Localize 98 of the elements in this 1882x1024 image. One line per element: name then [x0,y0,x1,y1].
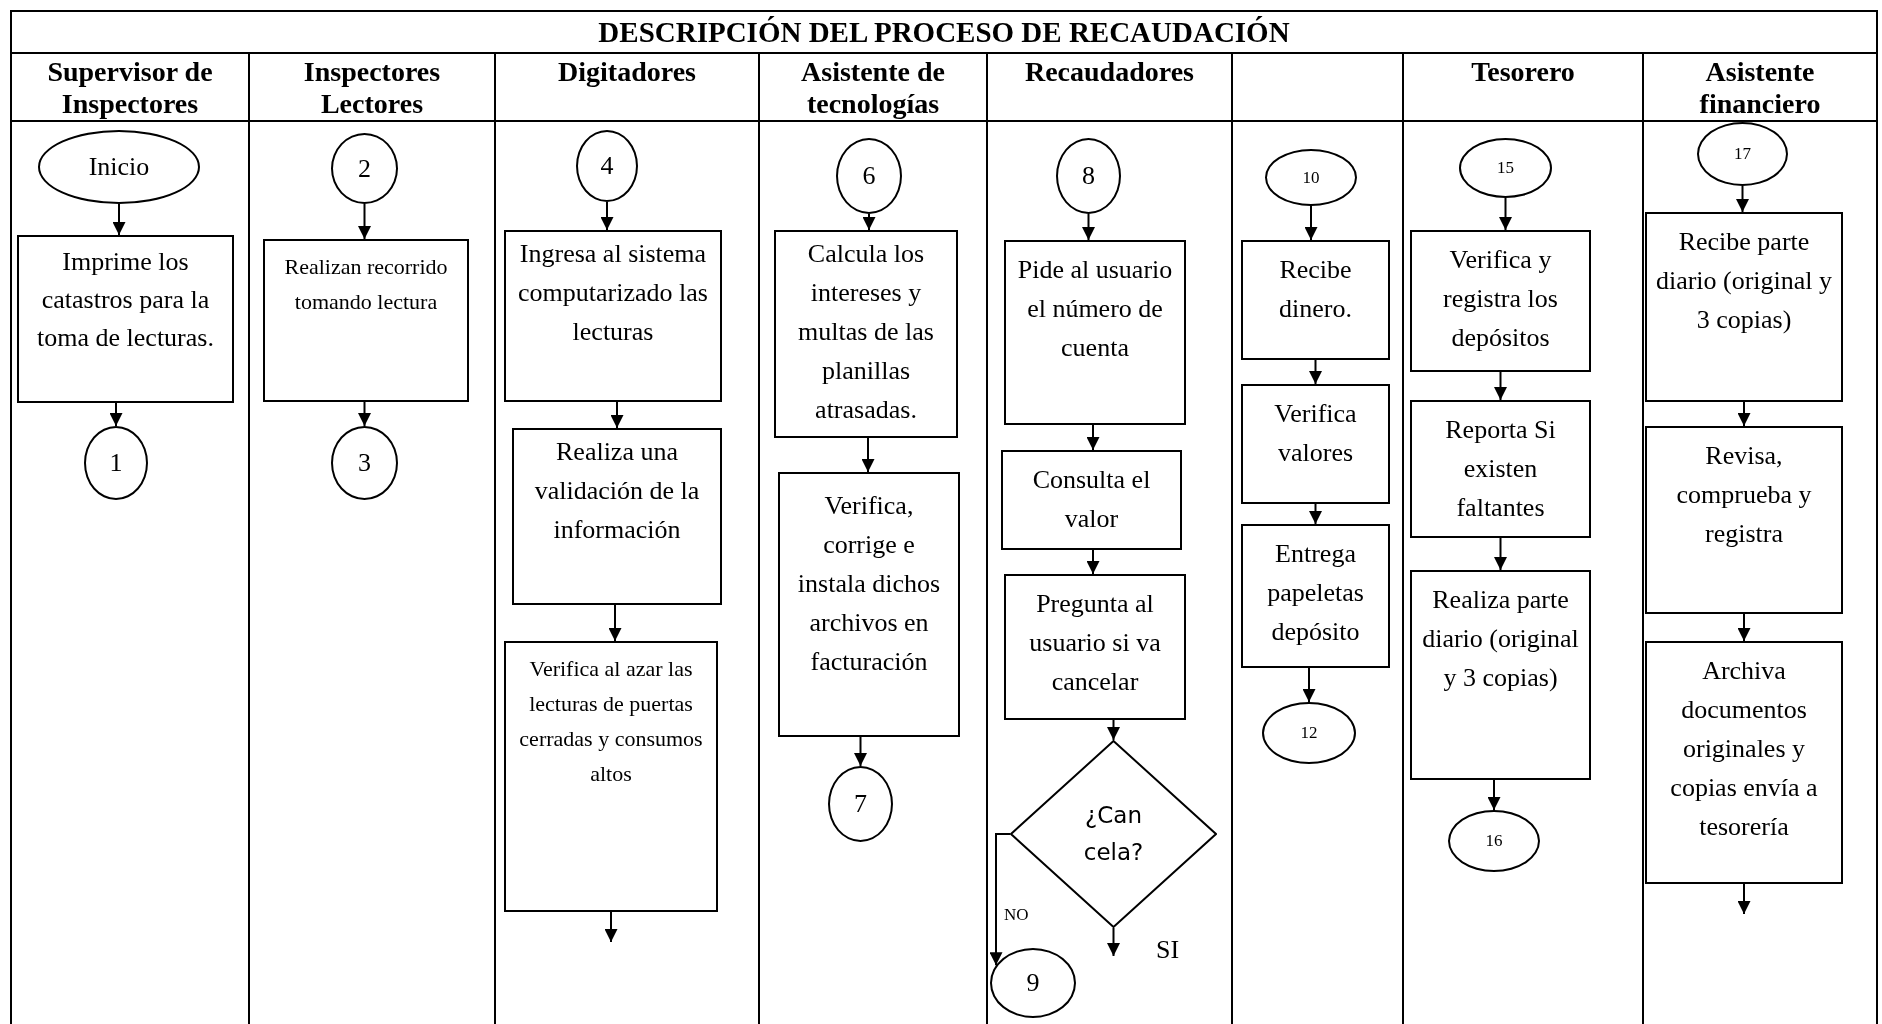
step-text: Verifica, corrige e instala dichos archivos en facturación [796,490,942,678]
step-number: 6 [861,161,877,191]
process-box [1241,240,1390,360]
step-text: Verifica y registra los depósitos [1442,244,1559,354]
swimlane [758,54,986,1024]
step-number: 8 [1081,161,1096,191]
arrow [1737,883,1751,915]
step-text: Pregunta al usuario si va cancelar [1028,588,1162,698]
step-number: 9 [1025,968,1041,998]
process-box [1004,574,1186,720]
step-text: Recibe dinero. [1278,254,1353,325]
step-text: Recibe parte diario (original y 3 copias) [1654,226,1834,336]
arrow [610,401,624,429]
step-number: 1 [108,448,124,478]
process-box [504,230,722,402]
step-number: 17 [1733,144,1752,164]
process-box [504,641,718,912]
arrow [109,402,123,427]
step-text: Realiza una validación de la información [533,436,701,546]
process-box [1004,240,1186,425]
lane-title: Asistente de tecnologías [800,56,946,120]
process-box [774,230,958,438]
process-box [1645,641,1843,884]
step-text: Verifica valores [1273,398,1358,469]
swimlane [1402,54,1642,1024]
swimlane [10,54,248,1024]
lane-title: Recaudadores [1023,56,1195,88]
step-number: 3 [357,448,372,478]
lane-title: Supervisor de Inspectores [46,56,214,120]
process-box [1410,400,1591,538]
swimlane [1642,54,1878,1024]
process-box [512,428,722,605]
step-text: Calcula los intereses y multas de las planillas atrasadas. [797,238,935,426]
process-box [1001,450,1182,550]
step-text: Pide al usuario el número de cuenta [1016,254,1174,364]
arrow [861,437,875,473]
step-text: Realizan recorrido tomando lectura [283,253,449,316]
arrow [1302,667,1316,703]
arrow [1304,205,1318,241]
diagram-title: DESCRIPCIÓN DEL PROCESO DE RECAUDACIÓN [10,10,1878,54]
arrow [1309,359,1322,385]
arrow [604,911,618,943]
arrow [1086,424,1100,451]
step-number: 15 [1496,158,1515,178]
arrow [600,201,614,231]
lane-title: Tesorero [1470,56,1576,88]
arrow [854,736,867,767]
process-box [778,472,960,737]
arrow [1494,537,1507,571]
lane-title: Asistente financiero [1698,56,1822,120]
step-text: Imprime los catastros para la toma de lecturas. [36,246,215,354]
arrow [112,203,126,236]
swimlane [986,54,1231,1024]
step-text: Ingresa al sistema computarizado las lecturas [517,238,709,348]
process-box [1410,570,1591,780]
swimlane [1231,54,1402,1024]
process-box [1410,230,1591,372]
process-box [17,235,234,403]
decision-text: ¿Can cela? [1082,801,1145,867]
process-box [1645,426,1843,614]
step-number: 7 [853,789,868,819]
arrow [1086,549,1100,575]
arrow [1107,719,1120,741]
arrow [358,401,371,427]
step-text: Reporta Si existen faltantes [1444,414,1557,524]
step-text: Archiva documentos originales y copias envía a tesorería [1669,655,1819,843]
arrow [989,833,1011,967]
step-number: 10 [1301,167,1321,188]
step-number: 16 [1484,831,1504,851]
arrow [1309,503,1322,525]
arrow [862,213,876,231]
arrow [608,604,622,642]
step-text: Revisa, comprueba y registra [1675,440,1813,550]
swimlane [494,54,758,1024]
step-text: Entrega papeletas depósito [1266,538,1365,648]
step-text: Verifica al azar las lecturas de puertas cerradas y consumos altos [518,655,704,788]
swimlane [248,54,494,1024]
arrow [1499,197,1512,231]
process-box [1241,524,1390,668]
step-number: Inicio [87,152,151,182]
arrow [1107,927,1120,957]
arrow [1494,371,1507,401]
arrow [358,203,371,240]
arrow [1737,613,1751,642]
process-box [1645,212,1843,402]
step-number: 2 [357,153,372,184]
step-number: 4 [599,151,615,181]
arrow [1737,401,1751,427]
arrow [1082,213,1095,241]
lane-title: Inspectores Lectores [302,56,442,120]
process-box [263,239,469,402]
step-text: Realiza parte diario (original y 3 copias) [1421,584,1580,694]
lane-title: Digitadores [557,56,697,88]
arrow [1736,185,1749,213]
process-box [1241,384,1390,504]
step-number: 12 [1299,723,1319,743]
step-text: Consulta el valor [1031,464,1152,535]
arrow [1487,779,1501,811]
